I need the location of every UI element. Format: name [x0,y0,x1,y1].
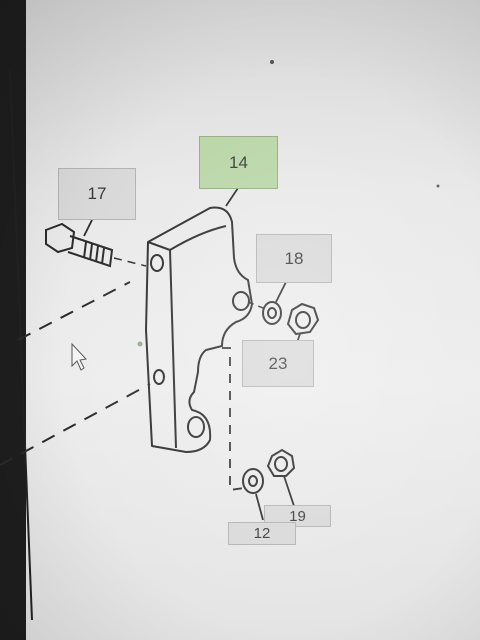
callout-23-label: 23 [268,353,288,373]
leader-18 [275,281,287,303]
callout-14-label: 14 [229,152,248,172]
callout-12-label: 12 [253,525,271,542]
washer-part-18 [262,301,282,325]
nut-part-23 [286,302,320,336]
callout-19-label: 19 [289,507,306,525]
nut-part-19 [266,448,296,477]
dust-speck [137,341,143,347]
leader-12 [255,493,264,521]
assembly-line-upper [17,281,131,341]
left-edge-shadow [0,0,26,640]
bolt-axis-line [113,257,147,267]
washer-axis-line [247,301,269,311]
callout-23[interactable]: 23 [242,340,314,387]
washer-part-12 [242,468,264,494]
leader-17 [83,219,93,237]
assembly-line-lower [0,383,151,466]
callout-17[interactable]: 17 [58,168,136,220]
callout-14[interactable]: 14 [199,136,278,189]
page-border-line [9,69,33,621]
callout-12[interactable]: 12 [228,522,296,545]
mouse-pointer-icon [71,342,88,371]
stud-axis-line [222,347,245,492]
dust-speck [270,60,274,64]
callout-17-label: 17 [87,184,107,203]
leader-19 [283,475,295,507]
dust-speck [436,184,440,188]
leader-lines [83,187,301,521]
bracket-part-14 [145,206,253,453]
bolt-part-17 [45,222,114,268]
leader-14 [225,187,239,207]
callout-18-label: 18 [284,248,304,268]
callout-19[interactable]: 19 [264,505,331,527]
callout-18[interactable]: 18 [256,234,332,283]
